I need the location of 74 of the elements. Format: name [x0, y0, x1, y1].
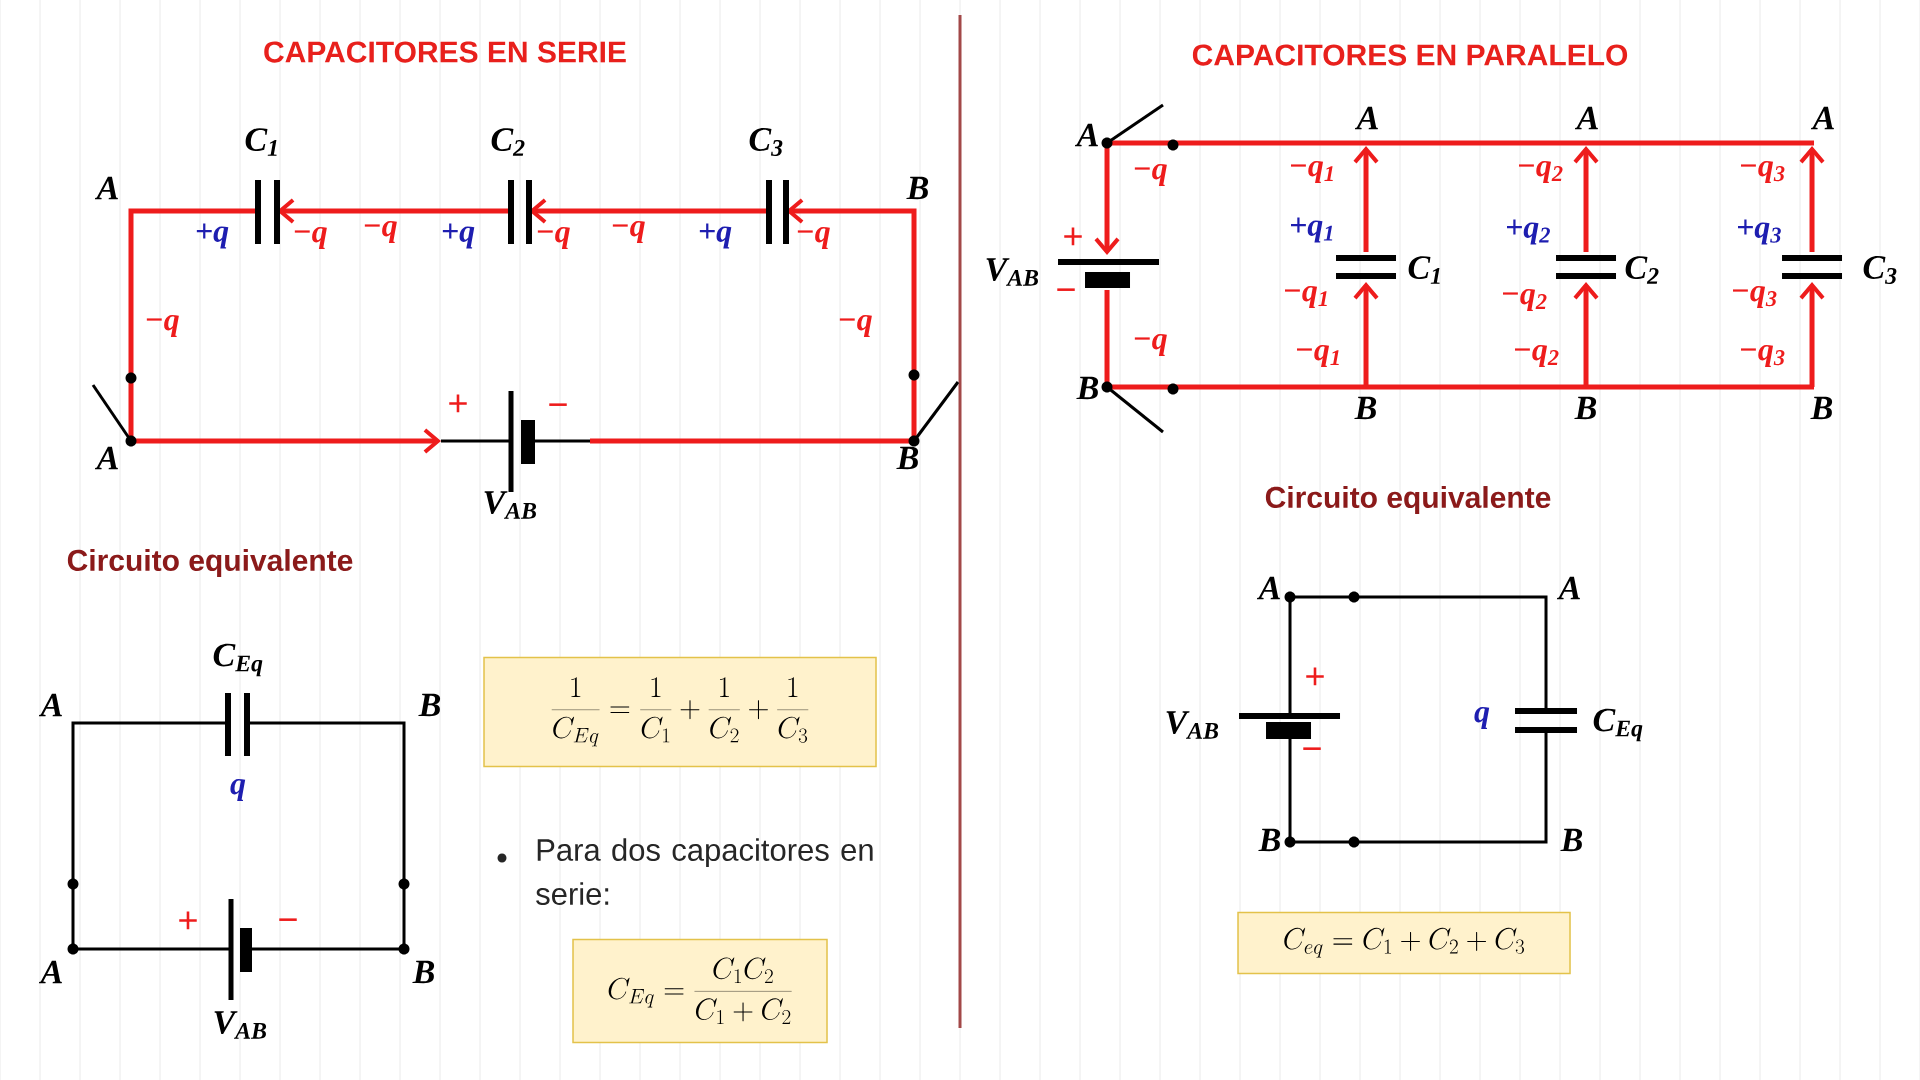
charge-label: −q: [797, 227, 830, 249]
section-title: CAPACITORES EN SERIE: [264, 41, 626, 63]
terminal-label: B: [906, 176, 929, 200]
section-title: CAPACITORES EN PARALELO: [1192, 44, 1628, 66]
terminal-label: A: [1074, 123, 1098, 147]
terminal-label: B: [1810, 396, 1833, 420]
charge-label: q: [230, 779, 246, 801]
charge-label: −q$_{2}$: [1503, 289, 1547, 311]
charge-label: −q: [1134, 334, 1167, 356]
terminal-label: A: [38, 960, 62, 984]
terminal-label: A: [94, 176, 118, 200]
charge-label: −q$_{3}$: [1741, 345, 1785, 367]
charge-label: +q$_{1}$: [1291, 217, 1333, 243]
polarity-sign: −: [1303, 747, 1321, 750]
capacitor-label: C$_{1}$: [1408, 256, 1440, 284]
capacitor-label: C$_{Eq}$: [213, 643, 263, 677]
terminal-label: B: [1076, 376, 1099, 400]
charge-label: −q: [839, 315, 872, 337]
charge-label: −q: [364, 221, 397, 243]
charge-label: −q: [294, 227, 327, 249]
terminal-label: B: [418, 693, 441, 717]
voltage-label: V$_{AB}$: [484, 491, 537, 519]
section-subtitle: Circuito equivalente: [67, 549, 353, 577]
charge-label: −q$_{1}$: [1297, 345, 1339, 367]
terminal-label: A: [1354, 106, 1378, 130]
terminal-label: A: [1574, 106, 1598, 130]
terminal-label: A: [1556, 576, 1580, 600]
voltage-label: V$_{AB}$: [1166, 711, 1219, 739]
charge-label: +q$_{2}$: [1507, 219, 1550, 245]
terminal-label: A: [38, 693, 62, 717]
charge-label: +q: [196, 223, 229, 249]
terminal-label: B: [412, 960, 435, 984]
charge-label: +q$_{3}$: [1738, 219, 1781, 245]
formula-box: $\frac{1}{C_{Eq}}=\frac{1}{C_{1}}+\frac{1}{C_{2}}+\frac{1}{C_{3}}$: [483, 656, 877, 768]
charge-label: −q$_{2}$: [1519, 161, 1563, 183]
capacitor-label: C$_{3}$: [1863, 256, 1897, 284]
charge-label: q: [1474, 707, 1490, 729]
charge-label: −q$_{1}$: [1291, 161, 1333, 183]
voltage-label: V$_{AB}$: [986, 258, 1039, 286]
capacitor-label: C$_{1}$: [245, 128, 277, 156]
terminal-label: B: [1574, 396, 1597, 420]
polarity-sign: +: [1306, 667, 1324, 686]
charge-label: +q: [699, 223, 732, 249]
formula-box: $C_{eq}=C_{1}+C_{2}+C_{3}$: [1237, 911, 1571, 975]
capacitor-label: C$_{Eq}$: [1593, 708, 1643, 742]
charge-label: +q: [442, 223, 475, 249]
terminal-label: B: [1560, 828, 1583, 852]
polarity-sign: −: [549, 403, 567, 406]
polarity-sign: +: [1064, 227, 1082, 246]
capacitor-label: C$_{2}$: [1625, 256, 1659, 284]
terminal-label: B: [1258, 828, 1281, 852]
terminal-label: A: [1810, 106, 1834, 130]
section-subtitle: Circuito equivalente: [1265, 486, 1551, 514]
terminal-label: B: [896, 446, 919, 470]
charge-label: −q$_{2}$: [1515, 345, 1559, 367]
terminal-label: A: [94, 446, 118, 470]
formula-box: $C_{Eq}=\frac{C_{1}C_{2}}{C_{1}+C_{2}}$: [572, 938, 828, 1044]
charge-label: −q$_{1}$: [1285, 286, 1327, 308]
charge-label: −q: [612, 221, 645, 243]
polarity-sign: +: [179, 911, 197, 930]
capacitor-label: C$_{3}$: [749, 128, 783, 156]
capacitor-label: C$_{2}$: [491, 128, 525, 156]
charge-label: −q$_{3}$: [1733, 286, 1777, 308]
charge-label: −q$_{3}$: [1741, 161, 1785, 183]
charge-label: −q: [146, 315, 179, 337]
voltage-label: V$_{AB}$: [214, 1011, 267, 1039]
terminal-label: B: [1354, 396, 1377, 420]
bullet-text: Para dos capacitores en serie:: [536, 838, 873, 905]
terminal-label: A: [1256, 576, 1280, 600]
charge-label: −q: [537, 227, 570, 249]
charge-label: −q: [1134, 164, 1167, 186]
polarity-sign: +: [449, 394, 467, 413]
polarity-sign: −: [1057, 288, 1075, 291]
polarity-sign: −: [279, 918, 297, 921]
